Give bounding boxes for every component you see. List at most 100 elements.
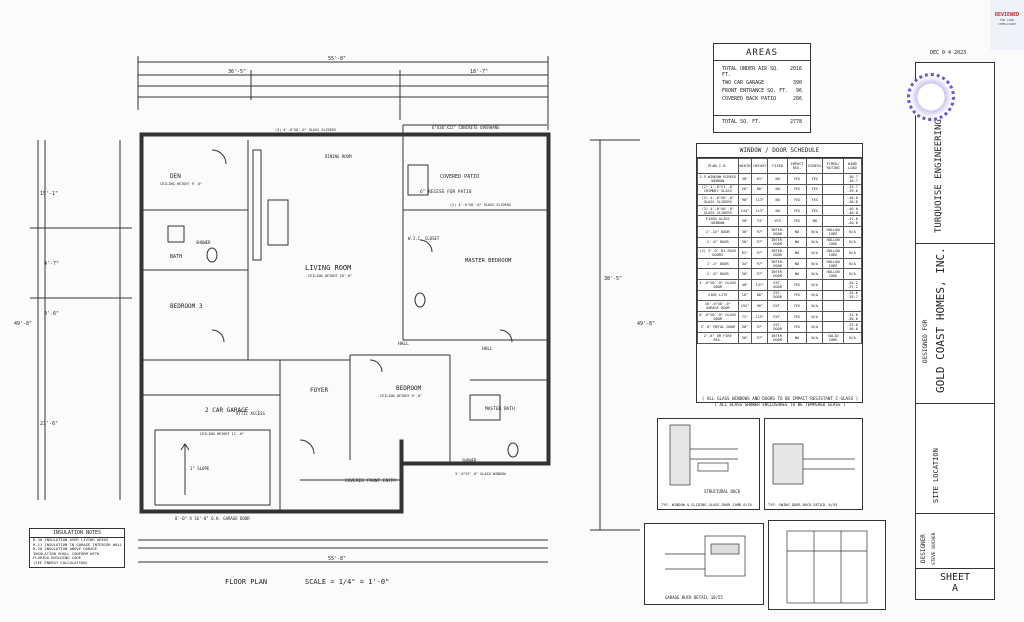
- schedule-cell: INTER. DOOR: [767, 268, 788, 280]
- schedule-cell: [822, 289, 845, 302]
- schedule-cell: 72": [737, 310, 753, 323]
- schedule-cell: N/A: [843, 236, 862, 249]
- schedule-cell: N/A: [806, 289, 824, 302]
- glass-slider-label: (3) 4'-0"X8'-0" GLASS SLIDERS: [275, 128, 336, 132]
- schedule-cell: [822, 310, 845, 323]
- schedule-cell: HOLLOW CORE: [822, 257, 845, 270]
- dim-left-c: 9'-6": [44, 311, 59, 317]
- schedule-cell: 3-5 WINDOW EGRESS WINDOW: [697, 173, 739, 185]
- schedule-cell: YES: [786, 321, 808, 333]
- structural-buck-label: STRUCTURAL BUCK: [704, 489, 741, 494]
- room-living: LIVING ROOM: [305, 264, 351, 272]
- insulation-line: FLORIDA BUILDING CODE: [33, 555, 82, 561]
- schedule-cell: 86": [751, 183, 769, 196]
- review-label: REVIEWED: [994, 12, 1020, 18]
- schedule-cell: 97": [751, 236, 769, 249]
- schedule-cell: NO: [767, 194, 788, 206]
- sheet-label: SHEET: [939, 572, 971, 583]
- schedule-cell: N/A: [806, 247, 824, 259]
- schedule-cell: [822, 278, 845, 291]
- sheet-panel: SHEET A: [916, 568, 994, 599]
- client-name: GOLD COAST HOMES, INC.: [934, 247, 947, 393]
- schedule-cell: HOLLOW CORE: [822, 247, 845, 259]
- room-hall-2: HALL: [482, 346, 493, 352]
- schedule-cell: N/A: [806, 257, 824, 270]
- schedule-cell: YES: [806, 173, 824, 185]
- schedule-cell: 2'-8" DR FIRE RES.: [697, 331, 739, 344]
- review-badge: REVIEWED FOR CODE COMPLIANCE: [990, 0, 1024, 50]
- schedule-cell: -33.7 -39.6: [843, 183, 862, 196]
- schedule-cell: HOLLOW CORE: [822, 268, 845, 280]
- swing-door-caption: TYP. SWING DOOR BUCK DETAIL 6/55: [768, 503, 837, 507]
- schedule-cell: INTER. DOOR: [767, 236, 788, 249]
- schedule-cell: N/A: [843, 331, 862, 344]
- schedule-cell: NO: [786, 236, 808, 249]
- areas-row: FRONT ENTRANCE SQ. FT.96: [722, 88, 802, 94]
- schedule-cell: -40.0 -48.8: [843, 204, 862, 217]
- wall-section-drawing: [786, 530, 868, 604]
- swing-door-detail: TYP. SWING DOOR BUCK DETAIL 6/55: [764, 418, 863, 510]
- insulation-notes: INSULATION NOTES R-30 INSULATION OVER LI…: [29, 528, 125, 568]
- schedule-cell: INTER. DOOR: [767, 225, 788, 238]
- schedule-header: FIXED: [767, 158, 788, 174]
- scale-label: SCALE = 1/4" = 1'-0": [305, 578, 389, 586]
- room-shower: SHOWER: [196, 240, 211, 245]
- floor-plan-title: FLOOR PLAN: [225, 578, 267, 586]
- schedule-cell: N/A: [843, 268, 862, 280]
- site-location-label: SITE LOCATION: [932, 448, 940, 503]
- schedule-cell: [822, 215, 845, 227]
- schedule-cell: -34.2 -37.2: [843, 278, 862, 291]
- schedule-cell: 6'-0"X8'-0" GLASS DOOR: [697, 310, 739, 323]
- room-master-bedroom: MASTER BEDROOM: [465, 258, 512, 264]
- schedule-cell: 74": [751, 215, 769, 227]
- schedule-cell: YES: [786, 300, 808, 312]
- dim-left-total: 49'-8": [14, 321, 32, 327]
- schedule-cell: NO: [767, 173, 788, 185]
- garage-ceiling: CEILING HEIGHT 11'-0": [200, 432, 244, 436]
- insulation-line: INSULATION SHALL CONFORM WITH: [33, 550, 100, 556]
- schedule-cell: 88": [751, 289, 769, 302]
- schedule-cell: YES: [806, 204, 824, 217]
- wall-section-detail: [768, 520, 886, 610]
- areas-table: AREAS TOTAL UNDER AIR SQ. FT.2016 TWO CA…: [713, 43, 811, 133]
- schedule-cell: EXT. DOOR: [767, 278, 788, 291]
- garage-buck-caption: GARAGE BUCK DETAIL 10/55: [665, 595, 723, 600]
- schedule-cell: [843, 300, 862, 312]
- schedule-cell: HOLLOW CORE: [822, 225, 845, 238]
- schedule-cell: 16'-0"X8'-0" GARAGE DOOR: [697, 300, 739, 312]
- insulation-title: INSULATION NOTES: [30, 529, 124, 538]
- stamp-date: DEC 0 4 2023: [930, 50, 967, 56]
- schedule-cell: HOLLOW CORE: [822, 236, 845, 249]
- schedule-cell: 2'-6" DOOR: [697, 236, 739, 249]
- schedule-header: FIRED/ RATING: [822, 158, 845, 174]
- dim-right-total: 38'-5": [604, 276, 622, 282]
- schedule-cell: 137": [751, 278, 769, 291]
- schedule-cell: SIDE LITE: [697, 289, 739, 302]
- schedule-cell: [822, 321, 845, 333]
- schedule-header: WIDTH: [737, 158, 753, 174]
- schedule-cell: NO: [786, 268, 808, 280]
- areas-title: AREAS: [714, 48, 810, 61]
- sheet-number: A: [951, 583, 959, 594]
- schedule-cell: (2) 4'-0"X6'-8" GLASS SLIDERS: [697, 194, 739, 206]
- dim-mid-right: 49'-8": [637, 321, 655, 327]
- schedule-cell: 97": [751, 268, 769, 280]
- schedule-header: EGRESS: [806, 158, 824, 174]
- schedule-cell: INTER. DOOR: [767, 257, 788, 270]
- room-den: DEN: [170, 173, 181, 180]
- schedule-cell: YES: [786, 204, 808, 217]
- schedule-cell: 38": [737, 321, 753, 333]
- schedule-cell: YES: [806, 194, 824, 206]
- schedule-cell: 16": [737, 289, 753, 302]
- schedule-cell: -31.6 -40.8: [843, 215, 862, 227]
- schedule-cell: (2) 1'-0"X1'-6" CHIMNEY GLASS: [697, 183, 739, 196]
- dim-bottom-total: 55'-8": [328, 556, 346, 562]
